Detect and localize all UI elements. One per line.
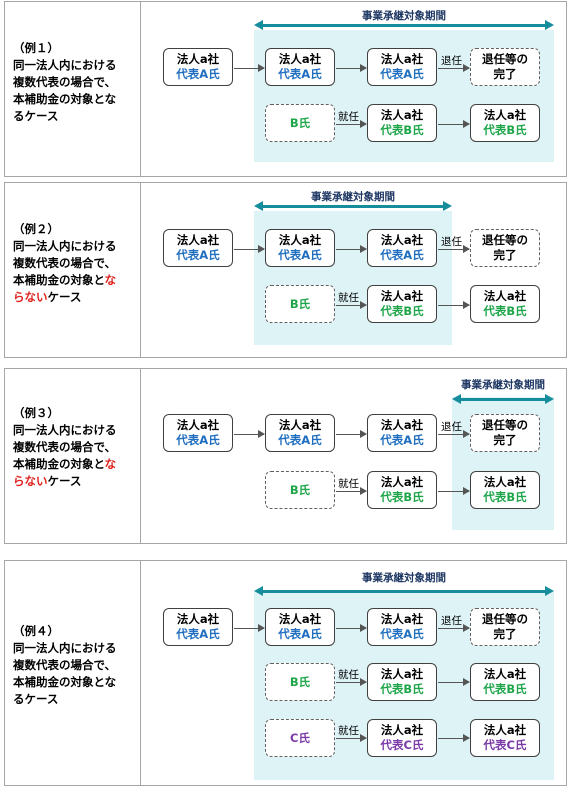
flow-arrow	[438, 120, 470, 128]
period-label: 事業承継対象期間	[311, 191, 395, 203]
case-4: （例４） 同一法人内における 複数代表の場合で、 本補助金の対象とな るケース …	[4, 560, 567, 786]
node-corp-rep-a: 法人a社代表A氏	[367, 414, 437, 452]
period-arrow	[254, 201, 452, 211]
flow-arrow	[336, 430, 367, 438]
transition-retire: 退任	[441, 55, 462, 67]
case-2-label: （例２） 同一法人内における 複数代表の場合で、 本補助金の対象とな らないケー…	[13, 222, 117, 304]
flow-arrow	[336, 487, 367, 495]
transition-appoint: 就任	[338, 669, 359, 681]
node-corp-rep-a: 法人a社代表A氏	[163, 414, 233, 452]
transition-appoint: 就任	[338, 111, 359, 123]
flow-arrow	[234, 430, 265, 438]
case-3-label: （例３） 同一法人内における 複数代表の場合で、 本補助金の対象とな らないケー…	[13, 406, 117, 488]
flow-arrow	[438, 624, 470, 632]
node-corp-rep-b: 法人a社代表B氏	[470, 663, 540, 701]
flow-arrow	[234, 624, 265, 632]
flow-arrow	[336, 734, 367, 742]
period-arrow	[452, 394, 554, 404]
node-corp-rep-b: 法人a社代表B氏	[367, 471, 437, 509]
case-3: （例３） 同一法人内における 複数代表の場合で、 本補助金の対象とな らないケー…	[4, 368, 567, 544]
transition-retire: 退任	[441, 421, 462, 433]
flow-arrow	[438, 245, 470, 253]
node-corp-rep-a: 法人a社代表A氏	[265, 48, 335, 86]
flow-arrow	[234, 64, 265, 72]
flow-arrow	[234, 245, 265, 253]
node-corp-rep-a: 法人a社代表A氏	[367, 229, 437, 267]
node-corp-rep-a: 法人a社代表A氏	[265, 229, 335, 267]
node-corp-rep-a: 法人a社代表A氏	[265, 608, 335, 646]
node-b-person: B氏	[265, 104, 335, 142]
flow-arrow	[438, 734, 470, 742]
transition-retire: 退任	[441, 615, 462, 627]
flow-arrow	[438, 487, 470, 495]
node-b-person: B氏	[265, 285, 335, 323]
flow-arrow	[438, 301, 470, 309]
transition-retire: 退任	[441, 236, 462, 248]
node-corp-rep-b: 法人a社代表B氏	[367, 663, 437, 701]
case-1: （例１） 同一法人内における 複数代表の場合で、 本補助金の対象とな るケース …	[4, 1, 567, 177]
node-retire-complete: 退任等の完了	[470, 414, 540, 452]
case-divider	[140, 183, 141, 357]
flow-arrow	[438, 430, 470, 438]
period-arrow	[254, 20, 554, 30]
node-corp-rep-b: 法人a社代表B氏	[470, 285, 540, 323]
period-arrow	[254, 586, 554, 596]
period-label: 事業承継対象期間	[362, 572, 446, 584]
flow-arrow	[336, 678, 367, 686]
flow-arrow	[336, 301, 367, 309]
node-retire-complete: 退任等の完了	[470, 48, 540, 86]
flow-arrow	[336, 120, 367, 128]
node-b-person: B氏	[265, 471, 335, 509]
node-corp-rep-a: 法人a社代表A氏	[163, 229, 233, 267]
node-corp-rep-a: 法人a社代表A氏	[163, 48, 233, 86]
transition-appoint: 就任	[338, 292, 359, 304]
node-c-person: C氏	[265, 719, 335, 757]
node-retire-complete: 退任等の完了	[470, 608, 540, 646]
flow-arrow	[438, 678, 470, 686]
case-1-label: （例１） 同一法人内における 複数代表の場合で、 本補助金の対象とな るケース	[13, 41, 117, 123]
node-corp-rep-b: 法人a社代表B氏	[470, 471, 540, 509]
flow-arrow	[336, 624, 367, 632]
case-4-label: （例４） 同一法人内における 複数代表の場合で、 本補助金の対象とな るケース	[13, 624, 117, 706]
case-divider	[140, 561, 141, 785]
period-label: 事業承継対象期間	[461, 379, 545, 391]
node-b-person: B氏	[265, 663, 335, 701]
flow-arrow	[336, 245, 367, 253]
node-retire-complete: 退任等の完了	[470, 229, 540, 267]
node-corp-rep-a: 法人a社代表A氏	[367, 608, 437, 646]
node-corp-rep-c: 法人a社代表C氏	[470, 719, 540, 757]
period-label: 事業承継対象期間	[362, 10, 446, 22]
case-2: （例２） 同一法人内における 複数代表の場合で、 本補助金の対象とな らないケー…	[4, 182, 567, 358]
case-divider	[140, 2, 141, 176]
node-corp-rep-a: 法人a社代表A氏	[163, 608, 233, 646]
case-divider	[140, 369, 141, 543]
flow-arrow	[336, 64, 367, 72]
node-corp-rep-c: 法人a社代表C氏	[367, 719, 437, 757]
node-corp-rep-b: 法人a社代表B氏	[470, 104, 540, 142]
transition-appoint: 就任	[338, 725, 359, 737]
node-corp-rep-b: 法人a社代表B氏	[367, 104, 437, 142]
flow-arrow	[438, 64, 470, 72]
node-corp-rep-b: 法人a社代表B氏	[367, 285, 437, 323]
transition-appoint: 就任	[338, 478, 359, 490]
node-corp-rep-a: 法人a社代表A氏	[265, 414, 335, 452]
node-corp-rep-a: 法人a社代表A氏	[367, 48, 437, 86]
